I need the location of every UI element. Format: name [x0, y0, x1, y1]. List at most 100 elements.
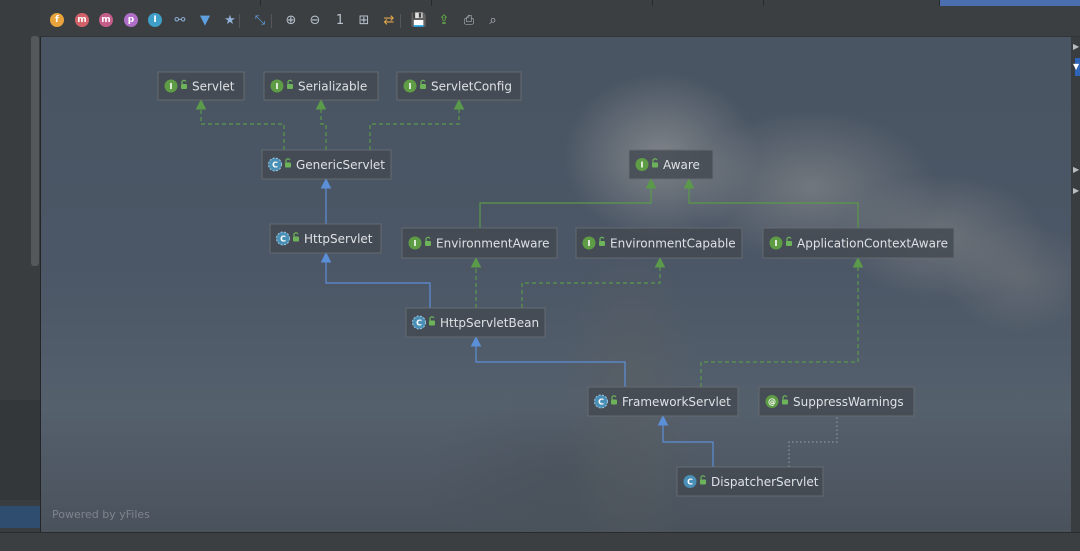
constructors-filter-icon: m: [75, 13, 89, 27]
export-button[interactable]: ⇪: [435, 11, 453, 29]
node-badge-letter: I: [775, 239, 778, 248]
save-button[interactable]: 💾: [410, 11, 428, 29]
editor-tab[interactable]: [653, 0, 764, 6]
print-icon: ⎙: [463, 12, 475, 28]
node-badge-letter: C: [598, 398, 604, 407]
editor-tab-active[interactable]: [940, 0, 1080, 6]
export-icon: ⇪: [438, 12, 450, 28]
node-frameworkservlet[interactable]: C FrameworkServlet: [587, 386, 739, 417]
editor-tab[interactable]: [70, 0, 261, 6]
print-preview-button[interactable]: ⌕: [484, 11, 502, 29]
filter-icon: ▼: [200, 12, 210, 28]
public-visibility-icon: [700, 475, 706, 480]
node-label: FrameworkServlet: [622, 395, 731, 409]
powered-by-text: Powered by yFiles: [52, 508, 150, 521]
public-visibility-icon: [287, 79, 293, 84]
public-visibility-icon: [611, 399, 617, 405]
node-label: DispatcherServlet: [711, 475, 819, 489]
show-dependencies-button[interactable]: ⚯: [171, 11, 189, 29]
layout-button[interactable]: ⤡: [251, 11, 269, 29]
interface-badge-icon: [408, 236, 422, 250]
inner-classes-filter-button[interactable]: I: [146, 11, 164, 29]
node-label: ApplicationContextAware: [797, 237, 948, 251]
edge-genericservlet-to-servlet: [195, 98, 285, 150]
node-badge-letter: I: [588, 239, 591, 248]
public-visibility-icon: [786, 236, 792, 241]
left-panel-scrollbar[interactable]: [31, 36, 39, 266]
public-visibility-icon: [181, 84, 187, 89]
editor-tab[interactable]: [432, 0, 653, 6]
node-badge-letter: I: [414, 239, 417, 248]
edge-frameworkservlet-to-httpservletbean: [470, 335, 626, 387]
node-badge-letter: I: [409, 82, 412, 91]
zoom-in-button[interactable]: ⊕: [282, 11, 300, 29]
right-expand-icon[interactable]: ▶: [1073, 42, 1080, 51]
public-visibility-icon: [293, 236, 299, 242]
properties-filter-button[interactable]: p: [122, 11, 140, 29]
status-bar: [0, 532, 1080, 551]
constructors-filter-button[interactable]: m: [73, 11, 91, 29]
node-suppresswarnings[interactable]: @SuppressWarnings: [758, 386, 915, 417]
node-label: EnvironmentAware: [436, 237, 550, 251]
public-visibility-icon: [429, 316, 435, 321]
node-label: Servlet: [192, 80, 235, 94]
edge-httpservletbean-to-httpservlet: [320, 251, 431, 308]
zoom-out-icon: ⊖: [309, 12, 321, 28]
editor-tabs-strip[interactable]: [40, 0, 1080, 6]
node-label: ServletConfig: [431, 80, 512, 94]
node-dispatcherservlet[interactable]: C DispatcherServlet: [676, 466, 824, 497]
fields-filter-icon: f: [50, 13, 64, 27]
right-expand-icon[interactable]: ▶: [1073, 165, 1080, 174]
node-servletconfig[interactable]: I ServletConfig: [396, 71, 522, 101]
public-visibility-icon: [700, 479, 706, 485]
abstract-class-badge-icon: [276, 231, 290, 246]
filter-button[interactable]: ▼: [196, 11, 214, 29]
left-panel-band: [0, 400, 40, 500]
node-box: [758, 386, 915, 417]
fit-content-button[interactable]: ⊞: [355, 11, 373, 29]
abstract-class-badge-icon: [412, 315, 426, 330]
node-badge-letter: I: [276, 82, 279, 91]
public-visibility-icon: [285, 158, 291, 163]
apply-layout-button[interactable]: ⇄: [380, 11, 398, 29]
edges-layer: [195, 98, 864, 467]
editor-tab[interactable]: [261, 0, 432, 6]
edge-environmentaware-to-aware: [479, 177, 657, 228]
interface-badge-icon: [582, 236, 596, 250]
methods-filter-button[interactable]: m: [97, 11, 115, 29]
print-button[interactable]: ⎙: [460, 11, 478, 29]
actual-size-button[interactable]: 1: [331, 11, 349, 29]
node-badge-letter: C: [687, 478, 693, 487]
left-panel-selected-row[interactable]: [0, 506, 40, 528]
node-applicationcontextaware[interactable]: I ApplicationContextAware: [762, 227, 955, 259]
edge-httpservletbean-to-environmentcapable: [521, 256, 666, 308]
node-environmentaware[interactable]: I EnvironmentAware: [401, 227, 558, 259]
right-collapse-icon[interactable]: ▼: [1073, 62, 1080, 71]
fields-filter-button[interactable]: f: [48, 11, 66, 29]
public-visibility-icon: [652, 158, 658, 163]
public-visibility-icon: [425, 236, 431, 241]
edge-applicationcontextaware-to-aware: [683, 177, 859, 228]
node-label: HttpServletBean: [440, 316, 539, 330]
abstract-class-badge-icon: [594, 394, 608, 409]
editor-tab[interactable]: [764, 0, 940, 6]
interface-badge-icon: [635, 158, 649, 171]
class-badge-icon: [683, 475, 697, 488]
public-visibility-icon: [285, 162, 291, 168]
edge-frameworkservlet-to-applicationcontextaware: [700, 256, 864, 387]
node-label: SuppressWarnings: [793, 395, 904, 409]
right-strip-selected[interactable]: [1075, 58, 1080, 76]
zoom-out-button[interactable]: ⊖: [306, 11, 324, 29]
change-visibility-button[interactable]: ★: [221, 11, 239, 29]
actual-size-icon: 1: [335, 12, 345, 28]
public-visibility-icon: [599, 241, 605, 246]
right-expand-icon[interactable]: ▶: [1073, 186, 1080, 195]
